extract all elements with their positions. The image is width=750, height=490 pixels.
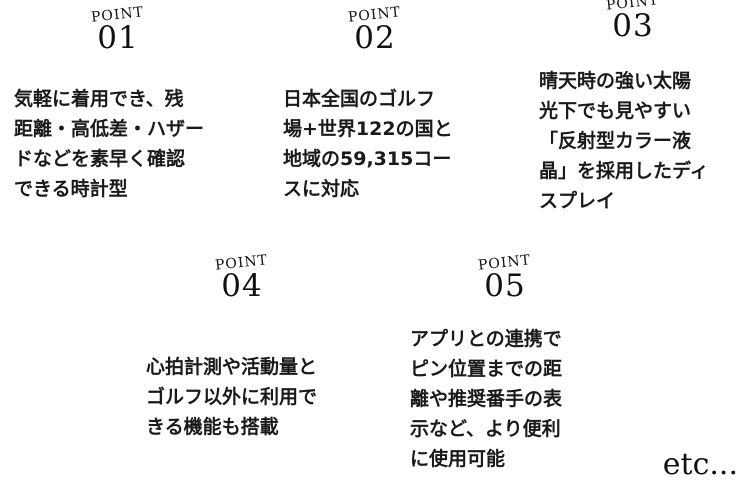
point-03-number: 03 <box>612 8 654 44</box>
point-01-description: 気軽に着用でき、残 距離・高低差・ハザー ドなどを素早く確認 できる時計型 <box>14 88 205 200</box>
point-01-number: 01 <box>97 20 139 56</box>
point-03-description: 晴天時の強い太陽 光下でも見やすい 「反射型カラー液 晶」を採用したディ スプレ… <box>539 70 709 212</box>
point-02-description: 日本全国のゴルフ 場+世界122の国と 地域の59,315コー スに対応 <box>283 88 453 200</box>
point-05-header: POINT 05 <box>455 252 555 303</box>
point-04-header: POINT 04 <box>192 252 292 303</box>
point-04-description: 心拍計測や活動量と ゴルフ以外に利用で きる機能も搭載 <box>146 356 318 438</box>
point-05-number: 05 <box>484 268 526 304</box>
point-01-header: POINT 01 <box>68 4 168 55</box>
point-03-header: POINT 03 <box>583 0 683 43</box>
point-05-description: アプリとの連携で ピン位置までの距 離や推奨番手の表 示など、より便利 に使用可… <box>410 328 563 470</box>
point-02-number: 02 <box>354 20 396 56</box>
etc-label: etc... <box>662 447 738 482</box>
point-02-header: POINT 02 <box>325 4 425 55</box>
point-04-number: 04 <box>221 268 263 304</box>
